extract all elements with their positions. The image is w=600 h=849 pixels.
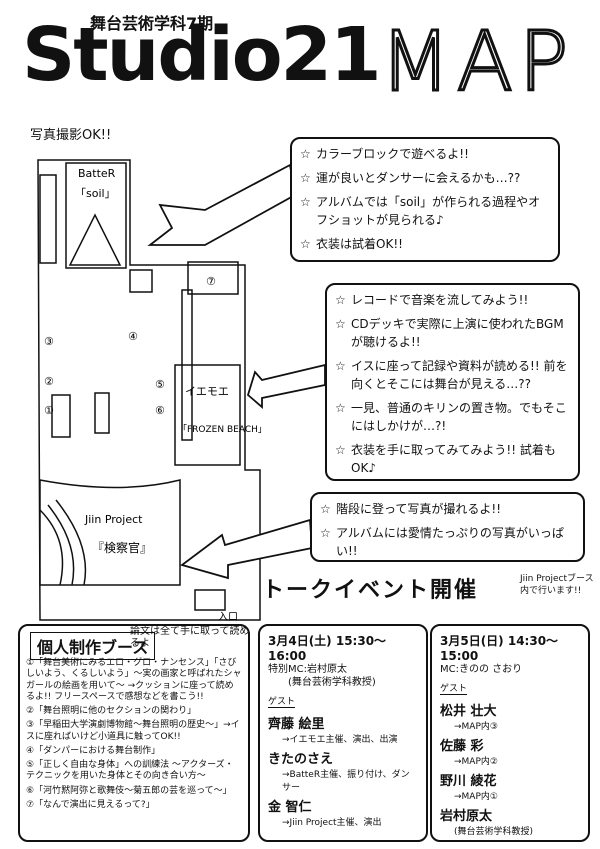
room-2-label: ② — [44, 375, 54, 388]
day1-guest-name: 齊藤 絵里 — [268, 717, 325, 732]
booth-item: ⑦「なんで演出に見えるって?」 — [26, 799, 155, 810]
arrow-to-batter — [147, 163, 296, 246]
ieomoe-info-item: レコードで音楽を流してみよう!! — [335, 291, 570, 309]
day1-guest-name: 金 智仁 — [268, 800, 312, 815]
personal-booth-title: 個人制作ブース — [30, 632, 156, 660]
batter-info-item: 衣装は試着OK!! — [300, 235, 550, 253]
day2-guest-desc: →MAP内② — [454, 757, 498, 767]
soil-label: 「soil」 — [75, 187, 116, 200]
day1-guest-desc: →イエモエ主催、演出、出演 — [282, 735, 398, 745]
day1-mc-note: (舞台芸術学科教授) — [288, 677, 376, 688]
batter-label: BatteR — [78, 167, 116, 180]
booth-item: ②「舞台照明に他のセクションの関わり」 — [26, 706, 197, 716]
personal-booth-note: 論文は全て手に取って読めるよ — [130, 626, 250, 649]
ieomoe-room — [174, 364, 241, 466]
jiin-area — [39, 479, 181, 586]
day2-date: 3月5日(日) 14:30〜15:00 — [440, 634, 559, 663]
day1-guest-desc: →BatteR主催、振り付け、ダンサー — [282, 770, 410, 793]
day1-mc: 特別MC:岩村原太 — [268, 664, 347, 675]
stair-curve — [39, 509, 64, 586]
jiin-info-box: 階段に登って写真が撮れるよ!! アルバムには愛情たっぷりの写真がいっぱい!! — [310, 492, 585, 562]
room-6-label: ⑥ — [155, 404, 165, 417]
day2-mc: MC:きのの さおり — [440, 664, 523, 675]
booth-item: ①「舞台美術にみるエロ・グロ・ナンセンス」「さびしいよう、くるしいよう」〜実の画… — [26, 658, 242, 702]
day1-box: 3月4日(土) 15:30〜16:00 特別MC:岩村原太 (舞台芸術学科教授)… — [258, 624, 428, 842]
ieomoe-info-item: CDデッキで実際に上演に使われたBGMが聴けるよ!! — [335, 315, 570, 351]
frozen-beach-label: 「FROZEN BEACH」 — [178, 424, 267, 435]
room-4-label: ④ — [128, 330, 138, 343]
batter-info-item: 運が良いとダンサーに会えるかも…?? — [300, 169, 550, 187]
personal-booth-box — [18, 624, 250, 842]
course-subtitle: 舞台芸術学科7期 — [90, 14, 214, 33]
batter-info-box: カラーブロックで遊べるよ!! 運が良いとダンサーに会えるかも…?? アルバムでは… — [290, 137, 560, 262]
photo-ok-note: 写真撮影OK!! — [30, 128, 112, 143]
day2-guest-tag: ゲスト — [440, 681, 468, 695]
arrow-to-ieomoe — [246, 363, 326, 409]
day2-guest-name: 野川 綾花 — [440, 774, 497, 789]
day2-guest-name: 松井 壮大 — [440, 704, 497, 719]
room-7-label: ⑦ — [206, 275, 216, 288]
day2-guest-desc: →MAP内① — [454, 792, 498, 802]
arrow-to-jiin — [180, 518, 313, 580]
ieomoe-info-item: 一見、普通のキリンの置き物。でもそこにはしかけが…?! — [335, 399, 570, 435]
room-3-label: ③ — [44, 335, 54, 348]
jiin-label: Jiin Project — [84, 513, 143, 526]
room-7-box — [187, 261, 239, 295]
day2-guest-desc: →MAP内③ — [454, 722, 498, 732]
batter-side-table — [39, 174, 57, 264]
entrance-box — [194, 589, 226, 611]
talk-event-banner: トークイベント開催 — [262, 578, 479, 603]
day1-guest-name: きたのさえ — [268, 752, 334, 767]
batter-info-item: カラーブロックで遊べるよ!! — [300, 145, 550, 163]
day1-date: 3月4日(土) 15:30〜16:00 — [268, 634, 387, 663]
batter-room — [65, 162, 127, 269]
title-studio21: Studio21 — [22, 12, 382, 98]
left-bench-1 — [51, 394, 71, 438]
booth-item: ④「ダンパーにおける舞台制作」 — [26, 745, 161, 756]
room-5-label: ⑤ — [155, 378, 165, 391]
left-bench-2 — [94, 392, 110, 434]
jiin-info-item: 階段に登って写真が撮れるよ!! — [320, 500, 575, 518]
ieomoe-info-item: 衣装を手に取ってみてみよう!! 試着もOK♪ — [335, 441, 570, 477]
ieomoe-info-box: レコードで音楽を流してみよう!! CDデッキで実際に上演に使われたBGMが聴ける… — [325, 283, 580, 481]
day1-guest-desc: →Jiin Project主催、演出 — [282, 818, 382, 828]
ieomoe-info-item: イスに座って記録や資料が読める!! 前を向くとそこには舞台が見える…?? — [335, 357, 570, 393]
ieomoe-label: イエモエ — [185, 385, 229, 398]
booth-item: ③「早稲田大学演劇博物館〜舞台照明の歴史〜」→イスに座ればいけど小道具に触ってO… — [26, 720, 240, 742]
day2-guest-name: 佐藤 彩 — [440, 739, 484, 754]
booth-item: ⑤「正しく自由な身体」への訓練法 〜アクターズ・テクニックを用いた身体とその向き… — [26, 760, 234, 782]
booth-item: ⑥「河竹黙阿弥と歌舞伎〜菊五郎の芸を巡って〜」 — [26, 785, 232, 796]
batter-info-item: アルバムでは「soil」が作られる過程やオフショットが見られる♪ — [300, 193, 550, 229]
jiin-info-item: アルバムには愛情たっぷりの写真がいっぱい!! — [320, 524, 575, 560]
entrance-label: 入口 — [218, 612, 238, 623]
day2-box: 3月5日(日) 14:30〜15:00 MC:きのの さおり ゲスト 松井 壮大… — [430, 624, 590, 842]
day1-guest-tag: ゲスト — [268, 694, 296, 708]
day2-guest-desc: (舞台芸術学科教授) — [454, 827, 534, 837]
chair — [129, 269, 153, 293]
day2-guest-name: 岩村原太 — [440, 809, 493, 824]
building-outline — [37, 159, 261, 621]
kenmokan-label: 『検察官』 — [92, 540, 152, 555]
batter-stage-triangle — [68, 213, 122, 266]
talk-event-note: Jiin Projectブース内で行います!! — [520, 574, 594, 596]
personal-booth-list: ①「舞台美術にみるエロ・グロ・ナンセンス」「さびしいよう、くるしいよう」〜実の画… — [18, 654, 250, 818]
room-1-label: ① — [44, 404, 54, 417]
title-map: MAP — [378, 15, 575, 110]
